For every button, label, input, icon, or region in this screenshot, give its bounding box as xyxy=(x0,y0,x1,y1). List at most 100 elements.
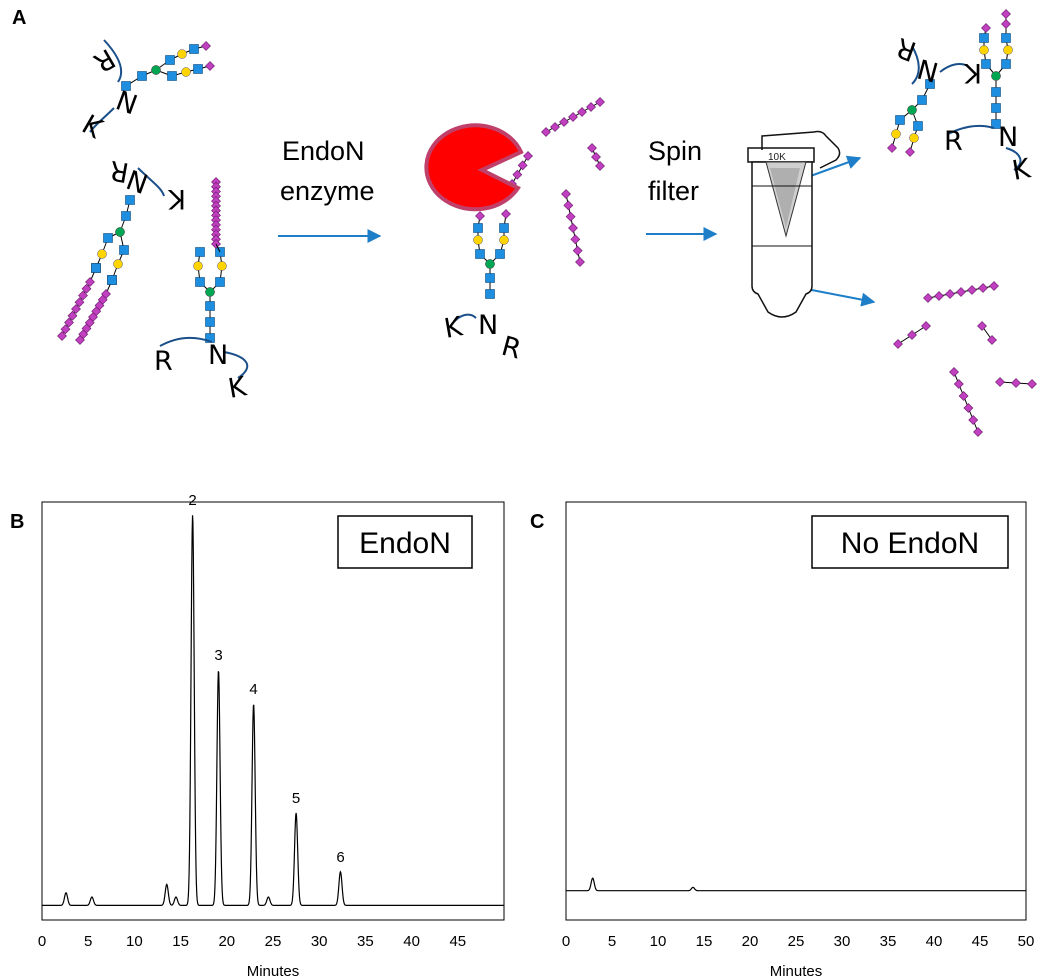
sialic-diamond xyxy=(595,97,605,107)
residue-r-4: R xyxy=(498,331,524,366)
glcnac-square xyxy=(125,195,135,205)
chart-c-trace xyxy=(566,877,1026,892)
glcnac-square xyxy=(485,289,495,299)
residue-k-1: K xyxy=(77,109,109,145)
glcnac-square xyxy=(979,33,989,43)
sialic-diamond xyxy=(475,211,485,221)
filter-step-label-line2: filter xyxy=(648,176,699,206)
chart-b-peak-labels: 2 3 4 5 6 xyxy=(188,492,344,866)
glcnac-square xyxy=(499,223,509,233)
glcnac-square xyxy=(475,249,485,259)
residue-r-6: R xyxy=(944,126,963,157)
chart-c-title-box xyxy=(811,515,1009,569)
peptide-strand-6b xyxy=(1005,147,1022,171)
sialic-diamond xyxy=(893,339,903,349)
residue-n-6: N xyxy=(998,122,1018,153)
residue-n-3: N xyxy=(208,340,228,371)
glcnac-square xyxy=(917,95,927,105)
xtick-label: 0 xyxy=(562,933,570,950)
xtick-label: 20 xyxy=(742,933,759,950)
glcnac-square xyxy=(1001,59,1011,69)
chart-c-frame xyxy=(565,501,1027,921)
xtick-label: 15 xyxy=(172,933,189,950)
galactose-circle xyxy=(193,261,203,271)
xtick-label: 25 xyxy=(265,933,282,950)
sialic-diamond xyxy=(1011,378,1021,388)
sialic-diamond xyxy=(995,377,1005,387)
galactose-circle xyxy=(891,129,901,139)
sialic-diamond xyxy=(595,161,605,171)
glcnac-square xyxy=(107,275,117,285)
residue-n-5: N xyxy=(914,52,942,87)
glcnac-square xyxy=(103,233,113,243)
residue-letters: R N K R N K R N K K N R R N K R N K xyxy=(77,31,1034,405)
peptide-strands xyxy=(89,39,1022,379)
chart-b-frame xyxy=(41,501,505,921)
sialic-diamond xyxy=(559,117,569,127)
sialic-diamond xyxy=(977,321,987,331)
sialic-diamond xyxy=(949,367,959,377)
panel-c-label: C xyxy=(530,511,544,533)
mannose-circle xyxy=(485,259,495,269)
residue-k-3: K xyxy=(226,371,250,405)
glcnac-square xyxy=(193,64,203,74)
sialic-diamond xyxy=(512,169,523,180)
xtick-label: 10 xyxy=(126,933,143,950)
sialic-diamond xyxy=(570,234,581,245)
peptide-strand-4 xyxy=(451,313,477,325)
filter-step-label-line1: Spin xyxy=(648,136,702,166)
sialic-diamond xyxy=(905,147,915,157)
glcnac-square xyxy=(473,223,483,233)
sialic-diamond xyxy=(572,245,583,256)
glcnac-square xyxy=(215,277,225,287)
residue-k-2: K xyxy=(167,183,186,214)
glcnac-square xyxy=(195,277,205,287)
peak-label: 6 xyxy=(336,849,344,866)
glcnac-square xyxy=(91,263,101,273)
enzyme-step-label-line1: EndoN xyxy=(282,136,365,166)
xtick-label: 25 xyxy=(788,933,805,950)
sialic-diamond xyxy=(1001,9,1011,19)
peak-label: 2 xyxy=(188,492,196,509)
galactose-circle xyxy=(909,133,919,143)
glycan-structures xyxy=(57,9,1037,437)
mannose-circle xyxy=(991,71,1001,81)
sialic-diamond xyxy=(568,112,578,122)
peak-label: 4 xyxy=(249,681,257,698)
glcnac-square xyxy=(991,103,1001,113)
galactose-circle xyxy=(1003,45,1013,55)
xtick-label: 30 xyxy=(834,933,851,950)
sialic-diamond xyxy=(205,61,215,71)
sialic-diamond xyxy=(568,223,578,233)
sialic-diamond xyxy=(981,23,991,33)
galactose-circle xyxy=(217,261,227,271)
sialic-diamond xyxy=(923,293,933,303)
xtick-label: 10 xyxy=(650,933,667,950)
glcnac-square xyxy=(981,59,991,69)
glycosidic-bond xyxy=(215,243,221,253)
residue-r-1: R xyxy=(88,42,120,78)
mannose-circle xyxy=(205,287,215,297)
galactose-circle xyxy=(499,235,509,245)
peptide-strand-2 xyxy=(137,167,165,197)
chart-b-title-box xyxy=(337,515,473,569)
sialic-diamond xyxy=(57,331,67,341)
peak-label: 5 xyxy=(292,790,300,807)
sialic-diamond xyxy=(85,277,95,287)
sialic-diamond xyxy=(517,160,528,171)
peptide-strand-5b xyxy=(939,63,969,73)
galactose-circle xyxy=(113,259,123,269)
sialic-diamond xyxy=(501,209,511,219)
xtick-label: 20 xyxy=(218,933,235,950)
sialic-diamond xyxy=(78,290,88,301)
glcnac-square xyxy=(137,71,147,81)
peak-label: 3 xyxy=(214,647,222,664)
xtick-label: 5 xyxy=(84,933,92,950)
spin-filter-tube-icon: 10K xyxy=(747,130,841,318)
galactose-circle xyxy=(473,235,483,245)
sialic-diamond xyxy=(81,283,92,294)
sialic-diamond xyxy=(956,287,966,297)
glcnac-square xyxy=(205,301,215,311)
mannose-circle xyxy=(115,227,125,237)
